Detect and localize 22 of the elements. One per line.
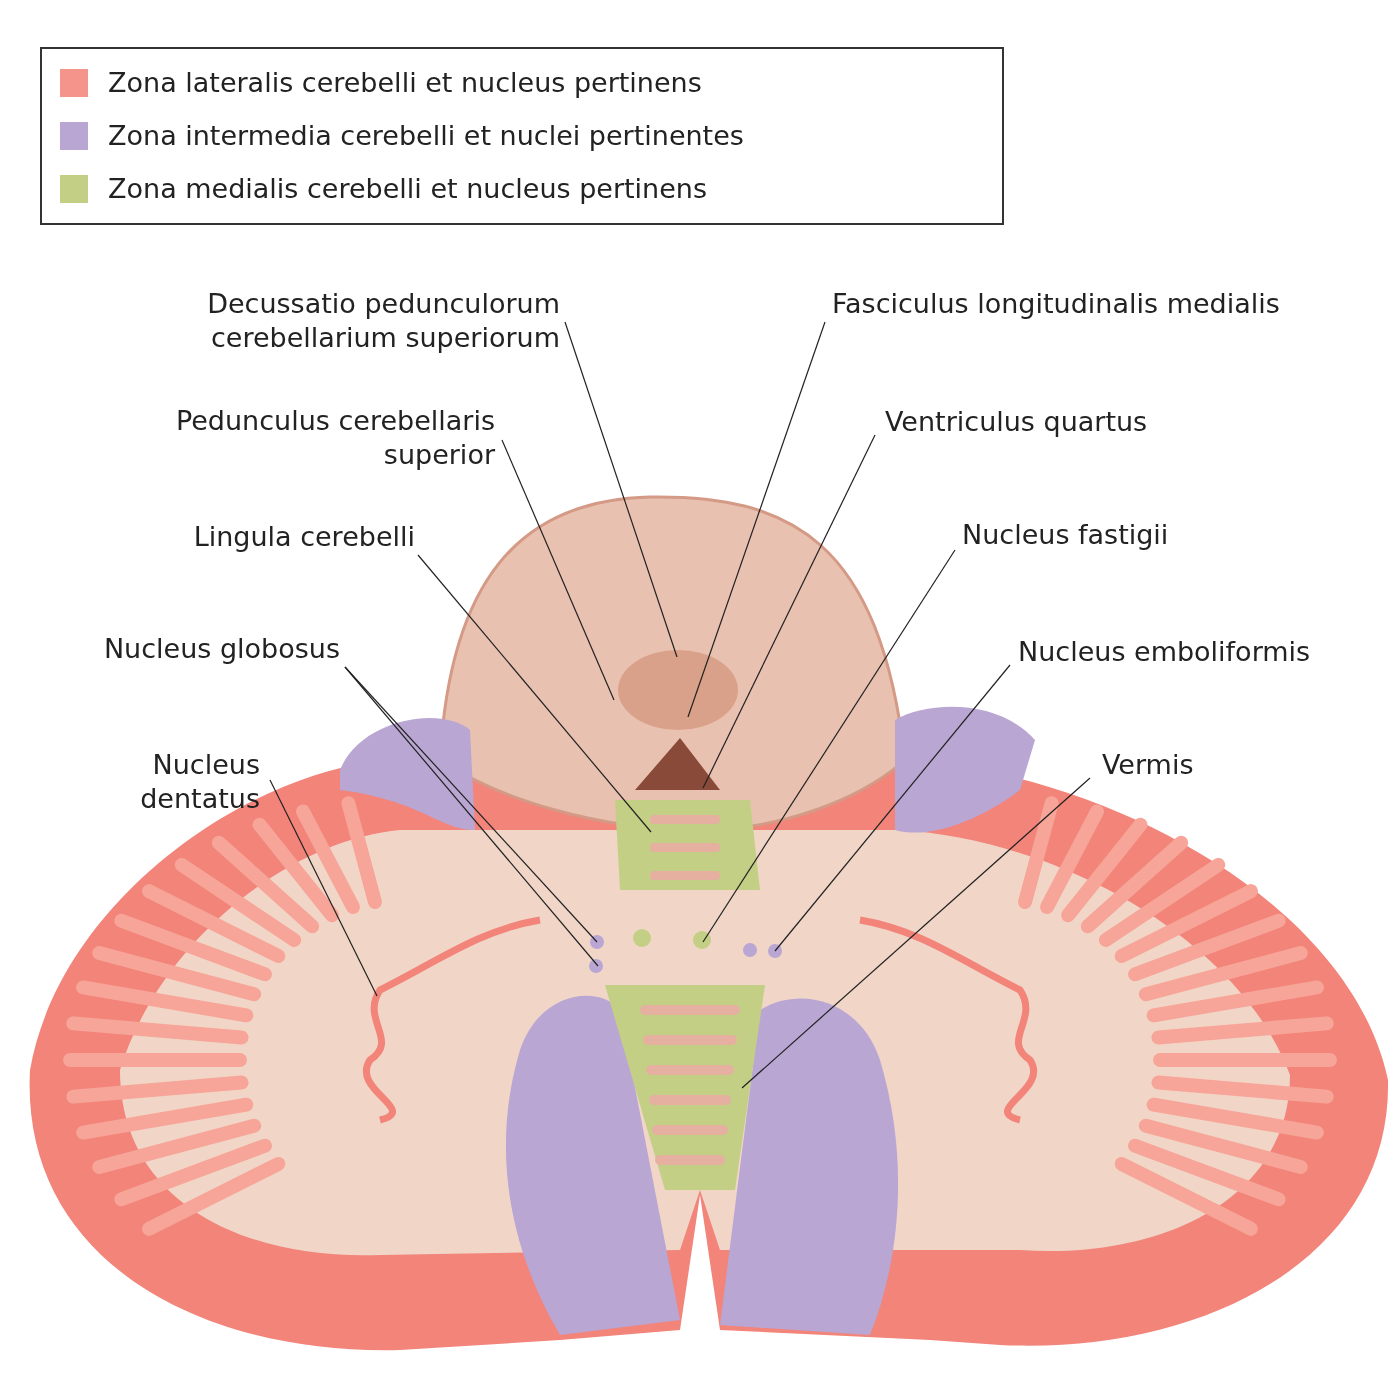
leader-line: [702, 549, 956, 943]
legend-label: Zona medialis cerebelli et nucleus pertinens: [108, 173, 707, 205]
structure-label: Nucleus dentatus: [110, 748, 260, 816]
leader-line: [741, 777, 1091, 1089]
leader-line: [687, 321, 826, 718]
structure-label: Nucleus emboliformis: [1018, 635, 1358, 669]
structure-label: Fasciculus longitudinalis medialis: [832, 287, 1352, 321]
leader-line: [417, 554, 652, 833]
legend-label: Zona lateralis cerebelli et nucleus pertinens: [108, 67, 702, 99]
legend-label: Zona intermedia cerebelli et nuclei pertinentes: [108, 120, 744, 152]
leader-line: [269, 779, 378, 997]
structure-label: Lingula cerebelli: [170, 520, 415, 554]
leader-line: [501, 439, 615, 701]
leader-line: [702, 434, 876, 789]
structure-label: Pedunculus cerebellaris superior: [130, 404, 495, 472]
structure-label: Vermis: [1102, 748, 1222, 782]
structure-label: Decussatio pedunculorum cerebellarium superiorum: [150, 287, 560, 355]
leader-line: [564, 321, 678, 658]
structure-label: Nucleus fastigii: [962, 518, 1222, 552]
structure-label: Nucleus globosus: [60, 632, 340, 666]
structure-label: Ventriculus quartus: [885, 405, 1215, 439]
leader-line: [774, 664, 1011, 952]
